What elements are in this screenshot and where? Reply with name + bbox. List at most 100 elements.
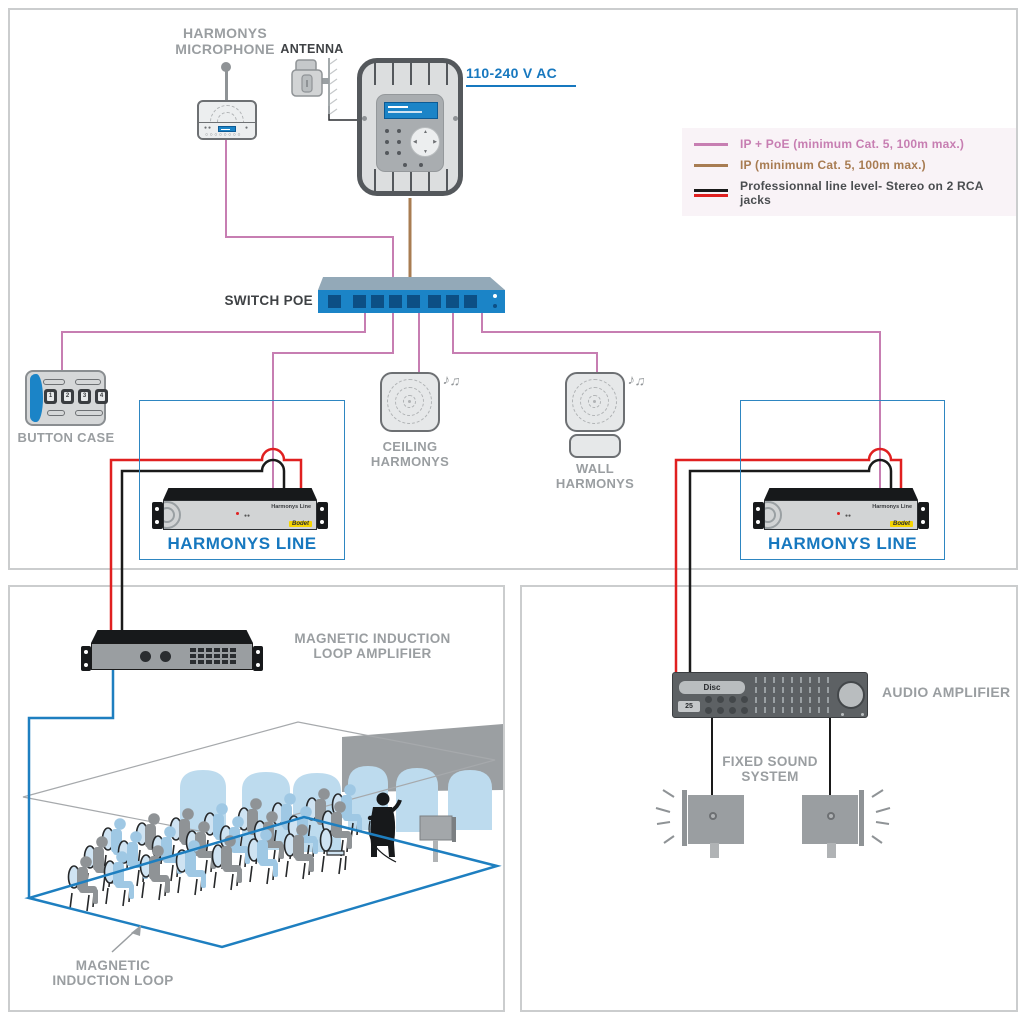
fixed-speaker-left (682, 790, 744, 858)
ceiling-harmonys-speaker (380, 372, 440, 432)
amp-value-display: 25 (678, 701, 700, 712)
top-panel (8, 8, 1018, 570)
induction-loop-label: MAGNETIC INDUCTION LOOP (52, 958, 174, 989)
switch-port[interactable] (328, 295, 341, 308)
harmonys-line-zone-left (139, 400, 345, 560)
rack-top-face (163, 488, 317, 500)
lcd-display (384, 102, 438, 119)
case-button-2[interactable]: 2 (61, 389, 74, 404)
legend-swatch-black-red (694, 189, 728, 197)
switch-port[interactable] (371, 295, 384, 308)
tick (428, 169, 430, 191)
wall-harmonys-label: WALL HARMONYS (555, 461, 635, 491)
microphone-label: HARMONYS MICROPHONE (175, 25, 275, 57)
status-led (837, 512, 840, 515)
rack-model-text: Harmonys Line (271, 504, 311, 510)
ceiling-harmonys-label: CEILING HARMONYS (370, 439, 450, 469)
rack-buttons[interactable]: ●● (244, 513, 251, 519)
keypad-button[interactable] (403, 163, 407, 167)
amp-equalizer-sliders[interactable] (755, 677, 829, 713)
harmonys-line-label-left: HARMONYS LINE (167, 534, 317, 553)
keypad-button[interactable] (385, 129, 389, 133)
amp-button[interactable] (717, 707, 724, 714)
rack-model-text: Harmonys Line (872, 504, 912, 510)
tick (446, 63, 448, 85)
speaker-pivot (827, 812, 835, 820)
legend-label: Professionnal line level- Stereo on 2 RC… (740, 179, 984, 207)
switch-port[interactable] (428, 295, 441, 308)
speaker-grille (859, 790, 864, 846)
legend-label: IP (minimum Cat. 5, 100m max.) (740, 158, 926, 172)
status-led (236, 512, 239, 515)
nav-up-icon: ▲ (423, 129, 428, 135)
legend: IP + PoE (minimum Cat. 5, 100m max.) IP … (682, 128, 1016, 216)
mic-gooseneck (225, 71, 228, 101)
label-pill (47, 410, 65, 416)
switch-top-face (318, 277, 505, 290)
keypad-button[interactable] (397, 140, 401, 144)
audio-amplifier: Disc 25 (672, 672, 868, 718)
mic-head (221, 62, 231, 72)
mic-display (218, 126, 236, 132)
amp-display: Disc (679, 681, 745, 694)
case-button-1[interactable]: 1 (44, 389, 57, 404)
rack-ear (918, 502, 929, 529)
amp-button[interactable] (717, 696, 724, 703)
keypad-button[interactable] (419, 163, 423, 167)
amp-button[interactable] (741, 696, 748, 703)
speaker-stand (710, 843, 719, 858)
power-label: 110-240 V AC (466, 65, 576, 87)
mic-button-row[interactable]: ○○○○○○○○ (205, 132, 242, 138)
fixed-sound-system-label: FIXED SOUND SYSTEM (722, 754, 818, 785)
nav-pad[interactable]: ▲ ▼ ◀ ▶ (410, 127, 440, 157)
tick (410, 63, 412, 85)
tick (374, 169, 376, 191)
keypad-button[interactable] (397, 151, 401, 155)
label-pill (75, 379, 101, 385)
nav-left-icon: ◀ (413, 139, 417, 145)
switch-port[interactable] (353, 295, 366, 308)
amp-button[interactable] (729, 696, 736, 703)
tick (392, 63, 394, 85)
switch-port[interactable] (407, 295, 420, 308)
brand-badge: Bodet (289, 521, 312, 527)
amp-button[interactable] (705, 707, 712, 714)
harmonys-microphone: ●● ● ○○○○○○○○ (195, 60, 261, 140)
label-pill (75, 410, 103, 416)
keypad-button[interactable] (397, 129, 401, 133)
rack-ear (152, 502, 163, 529)
side-screw (453, 116, 458, 121)
tick (392, 169, 394, 191)
switch-port[interactable] (446, 295, 459, 308)
amp-button[interactable] (741, 707, 748, 714)
antenna-label: ANTENNA (280, 42, 344, 56)
amp-button[interactable] (729, 707, 736, 714)
tick (428, 63, 430, 85)
legend-item-ip-poe: IP + PoE (minimum Cat. 5, 100m max.) (694, 137, 1004, 151)
tick (446, 169, 448, 191)
antenna (291, 58, 338, 115)
amp-volume-knob[interactable] (837, 681, 865, 709)
nav-down-icon: ▼ (423, 149, 428, 155)
audio-amplifier-label: AUDIO AMPLIFIER (882, 684, 1011, 700)
amp-button[interactable] (705, 696, 712, 703)
amp-knob[interactable] (160, 651, 171, 662)
amp-button-grid[interactable] (190, 648, 242, 665)
speaker-stand (827, 843, 836, 858)
case-button-3[interactable]: 3 (78, 389, 91, 404)
case-button-4[interactable]: 4 (95, 389, 108, 404)
harmonys-line-rack: ●● Harmonys Line Bodet (163, 500, 317, 530)
keypad-button[interactable] (385, 140, 389, 144)
rack-buttons[interactable]: ●● (845, 513, 852, 519)
harmonys-line-label-right: HARMONYS LINE (767, 534, 918, 553)
switch-port[interactable] (389, 295, 402, 308)
mic-led: ● (245, 125, 249, 131)
control-panel: ▲ ▼ ◀ ▶ (376, 94, 444, 172)
loop-amplifier-label: MAGNETIC INDUCTION LOOP AMPLIFIER (294, 631, 451, 662)
nav-right-icon: ▶ (433, 139, 437, 145)
keypad-button[interactable] (385, 151, 389, 155)
switch-led (493, 294, 497, 298)
switch-port[interactable] (464, 295, 477, 308)
amp-knob[interactable] (140, 651, 151, 662)
mic-leds: ●● (204, 125, 213, 131)
